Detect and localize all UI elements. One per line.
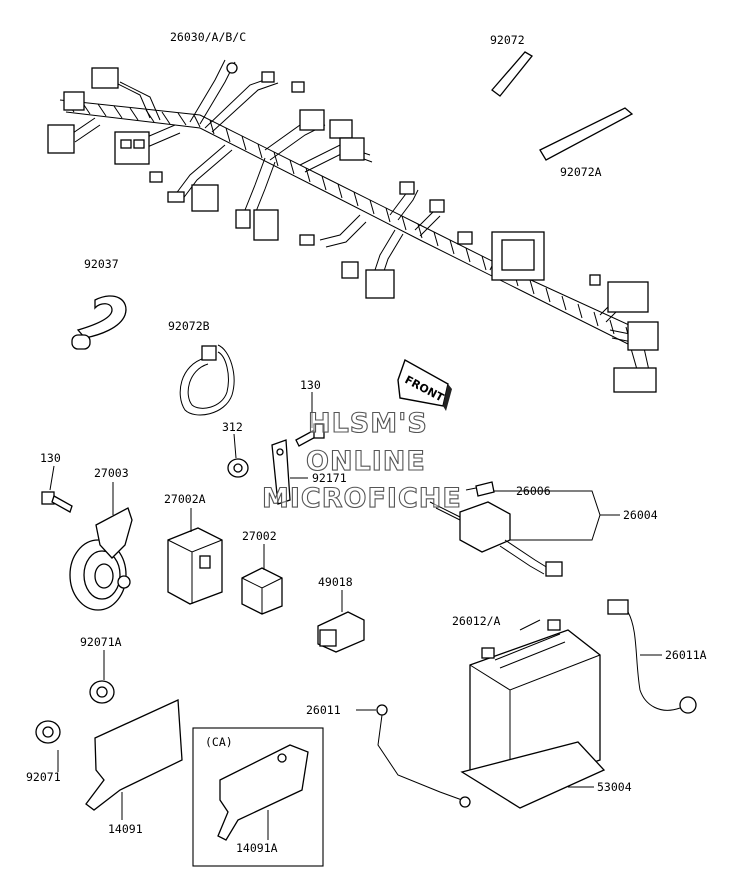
bolt-130-top[interactable] bbox=[295, 423, 325, 447]
label-26006: 26006 bbox=[516, 484, 551, 498]
label-14091a: 14091A bbox=[236, 841, 278, 855]
relay-27002a[interactable] bbox=[167, 527, 223, 605]
label-14091: 14091 bbox=[108, 822, 143, 836]
label-27002: 27002 bbox=[242, 529, 277, 543]
label-26011: 26011 bbox=[306, 703, 341, 717]
label-26004: 26004 bbox=[623, 508, 658, 522]
label-26011a: 26011A bbox=[665, 648, 707, 662]
label-26030: 26030/A/B/C bbox=[170, 30, 246, 44]
watermark-line-3: MICROFICHE bbox=[262, 483, 462, 514]
nut-312[interactable] bbox=[227, 458, 249, 478]
part-labels: 26030/A/B/C 92072 92072A 92037 92072B 13… bbox=[26, 30, 707, 855]
clamp-band-92072[interactable] bbox=[491, 51, 533, 97]
label-53004: 53004 bbox=[597, 780, 632, 794]
lead-26011a[interactable] bbox=[607, 599, 697, 714]
relay-27002[interactable] bbox=[241, 567, 283, 615]
cover-14091a[interactable] bbox=[217, 744, 309, 841]
label-92072a: 92072A bbox=[560, 165, 602, 179]
label-27003: 27003 bbox=[94, 466, 129, 480]
label-49018: 49018 bbox=[318, 575, 353, 589]
bracket-92171[interactable] bbox=[271, 439, 291, 505]
fuse-26006[interactable] bbox=[465, 481, 495, 497]
lead-26011[interactable] bbox=[376, 704, 471, 808]
label-92071a: 92071A bbox=[80, 635, 122, 649]
clamp-band-92072a[interactable] bbox=[539, 107, 634, 161]
ca-region-label: (CA) bbox=[205, 735, 233, 749]
bolt-130-left[interactable] bbox=[41, 491, 73, 513]
connector-49018[interactable] bbox=[317, 611, 365, 653]
ca-region-box: (CA) bbox=[192, 727, 324, 867]
band-92072b[interactable] bbox=[179, 344, 235, 416]
wiring-harness[interactable] bbox=[47, 59, 659, 393]
battery-pad-53004[interactable] bbox=[460, 741, 606, 809]
label-92072: 92072 bbox=[490, 33, 525, 47]
horn-27003[interactable] bbox=[69, 507, 133, 611]
label-312: 312 bbox=[222, 420, 243, 434]
label-92037: 92037 bbox=[84, 257, 119, 271]
label-130-top: 130 bbox=[300, 378, 321, 392]
label-92071: 92071 bbox=[26, 770, 61, 784]
label-130-left: 130 bbox=[40, 451, 61, 465]
grommet-92071a[interactable] bbox=[89, 680, 115, 704]
fuse-holder-26004[interactable] bbox=[429, 501, 563, 577]
watermark: HLSM'S ONLINE MICROFICHE bbox=[261, 407, 462, 514]
watermark-line-2: ONLINE bbox=[306, 446, 426, 477]
watermark-line-1: HLSM'S bbox=[308, 408, 428, 439]
label-27002a: 27002A bbox=[164, 492, 206, 506]
cover-14091[interactable] bbox=[85, 699, 183, 811]
clamp-92037[interactable] bbox=[71, 295, 127, 350]
label-92171: 92171 bbox=[312, 471, 347, 485]
label-26012: 26012/A bbox=[452, 614, 501, 628]
front-arrow: FRONT bbox=[397, 358, 452, 411]
label-92072b: 92072B bbox=[168, 319, 210, 333]
grommet-92071[interactable] bbox=[35, 720, 61, 744]
